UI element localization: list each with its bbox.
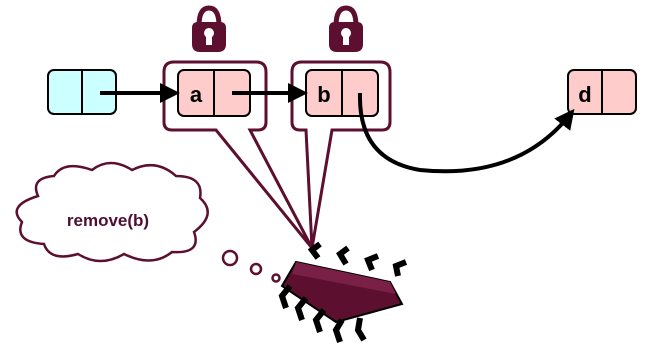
thought-dot-2 bbox=[249, 262, 263, 276]
list-node-d: d bbox=[567, 69, 637, 115]
thought-bubble: remove(b) bbox=[15, 161, 281, 283]
lock-icon-a bbox=[192, 5, 226, 52]
node-label-a: a bbox=[190, 82, 203, 107]
node-label-d: d bbox=[578, 82, 591, 107]
list-node-b: b bbox=[305, 69, 379, 117]
lock-icon-b bbox=[329, 5, 363, 52]
thought-dot-3 bbox=[271, 273, 281, 283]
list-node-head bbox=[47, 69, 117, 115]
thought-text: remove(b) bbox=[67, 211, 149, 230]
node-label-b: b bbox=[317, 82, 330, 107]
thought-dot-1 bbox=[221, 249, 239, 267]
pointer-b-to-d bbox=[357, 92, 575, 174]
chip-icon bbox=[278, 241, 408, 343]
